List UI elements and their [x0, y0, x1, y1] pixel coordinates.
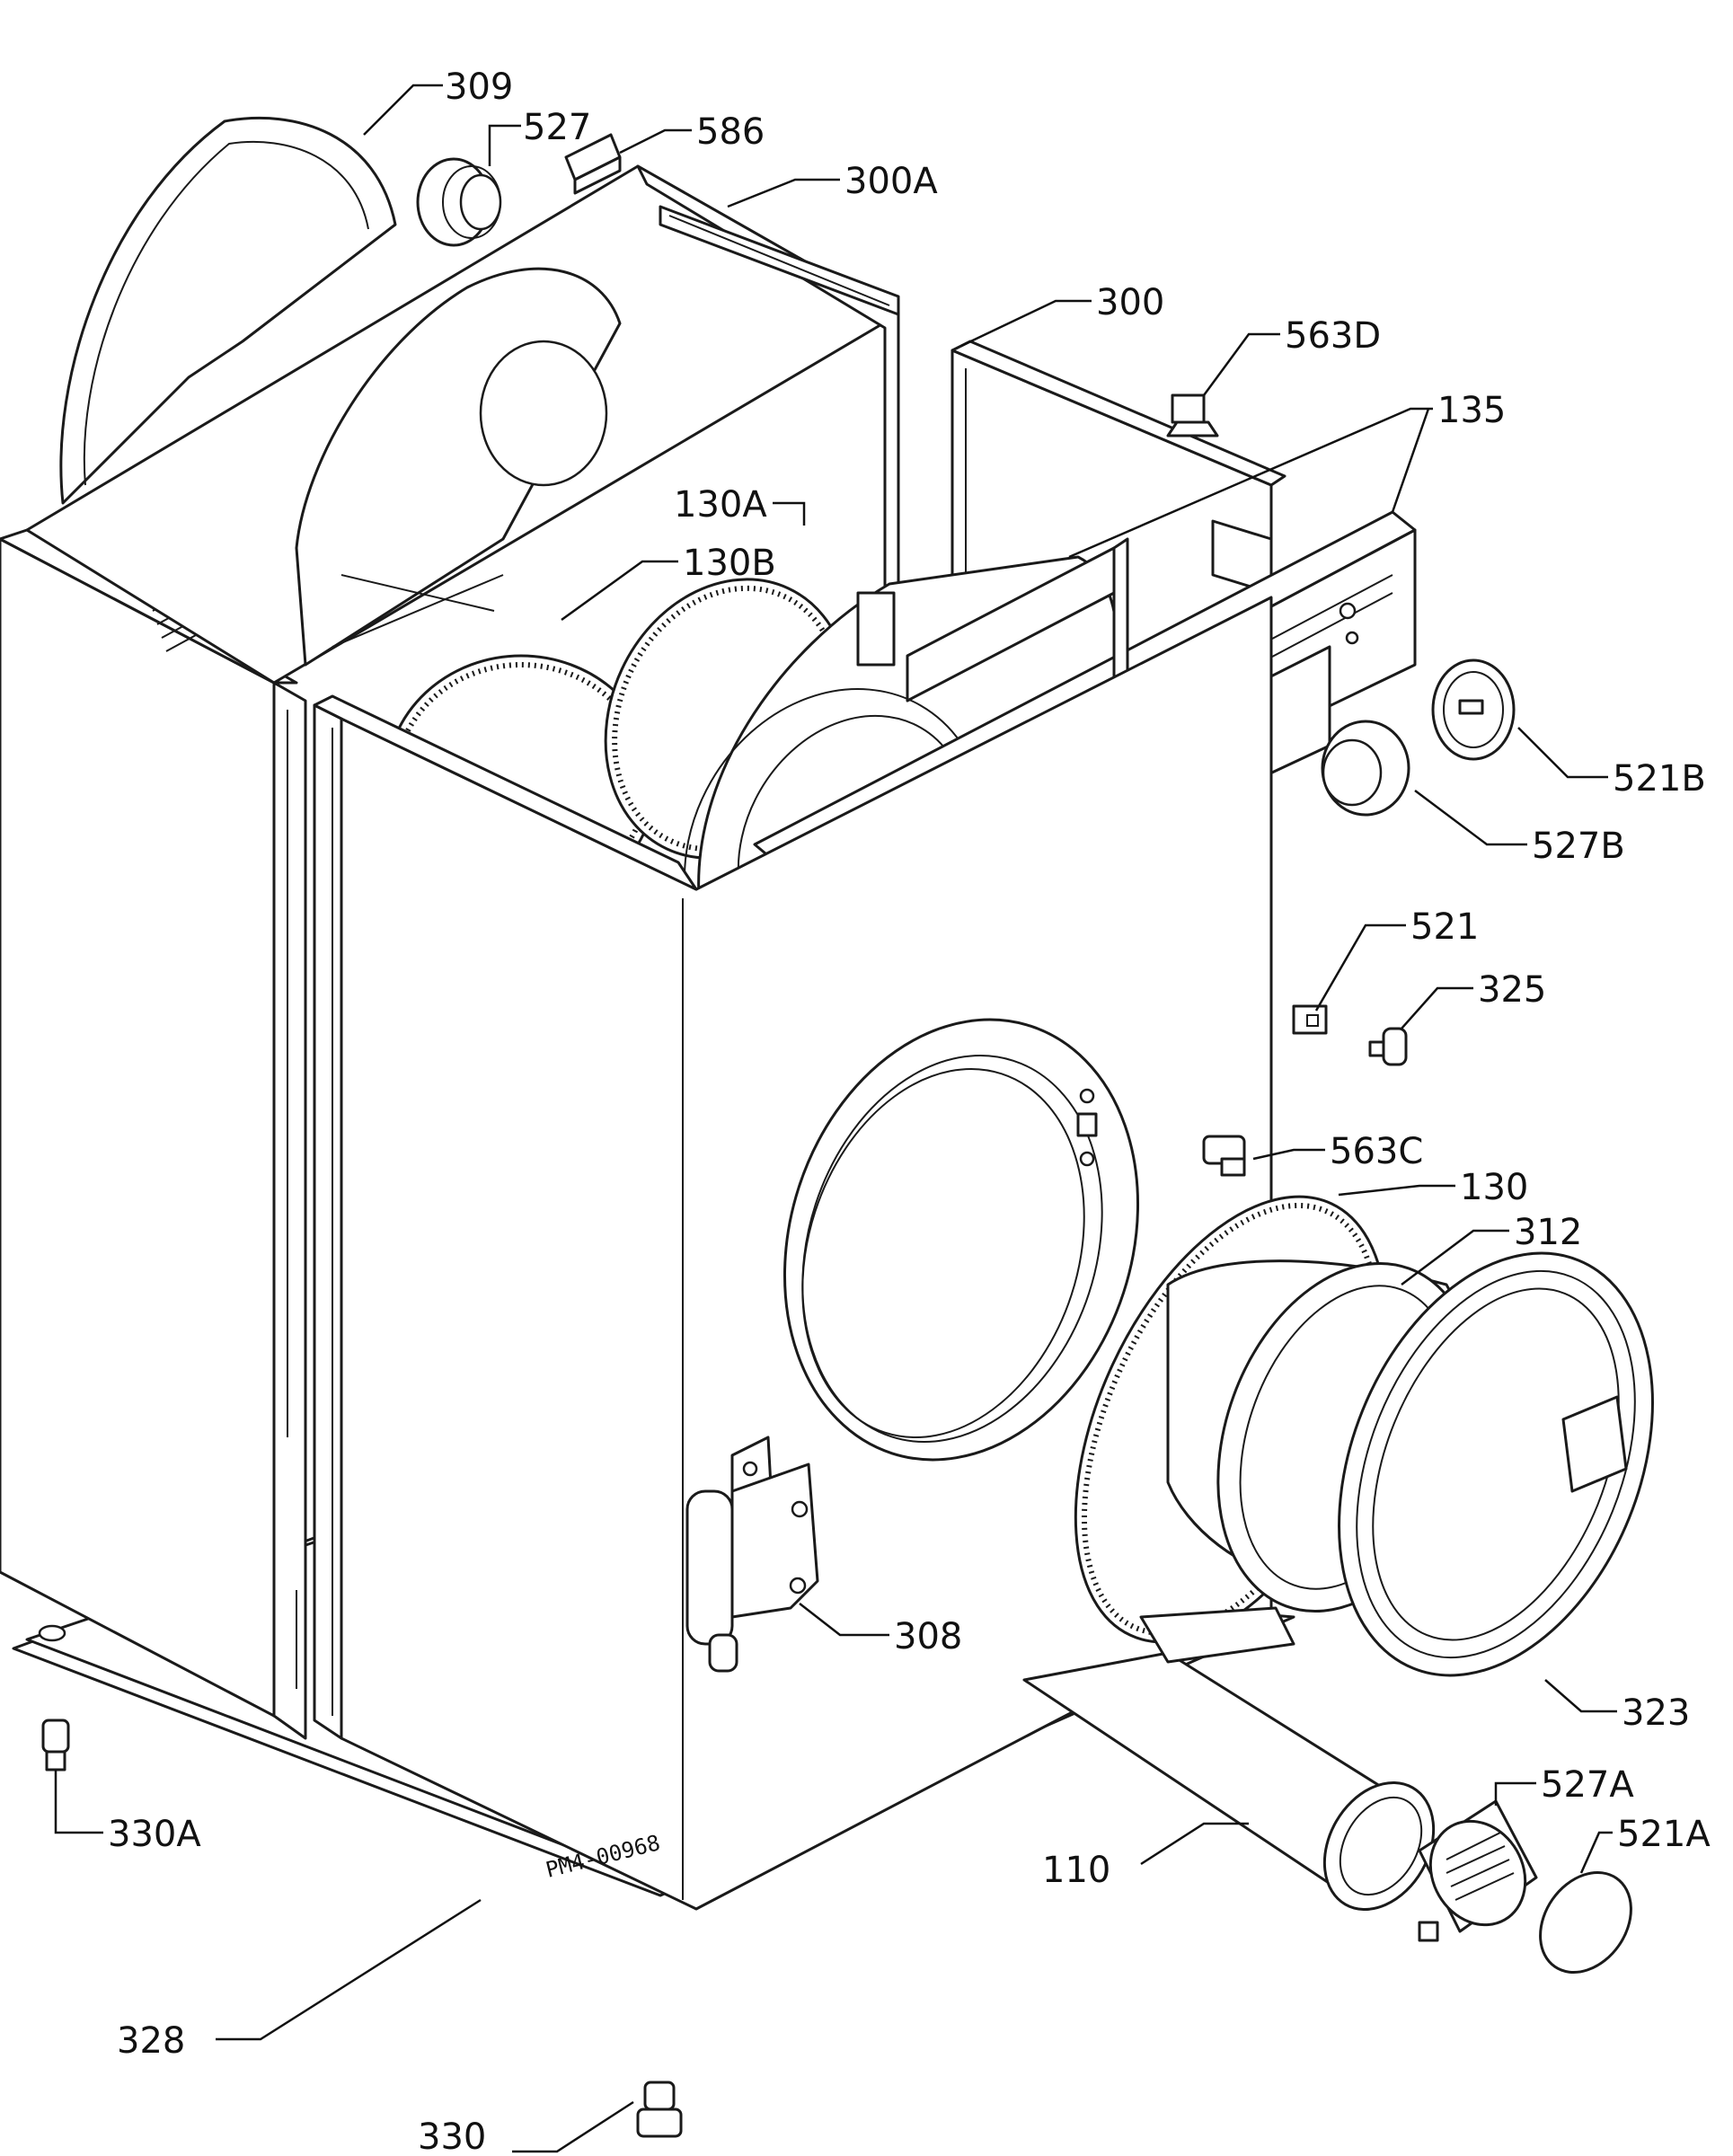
label-130: 130: [1460, 1167, 1528, 1208]
exhaust-duct: [1022, 1606, 1436, 1912]
knob-521b: [1431, 658, 1516, 761]
door-ring: [1338, 1251, 1654, 1677]
label-312: 312: [1514, 1212, 1582, 1253]
leader-lines: [54, 84, 1617, 2153]
label-563D: 563D: [1285, 315, 1381, 357]
label-521B: 521B: [1613, 758, 1706, 800]
label-330A: 330A: [108, 1814, 201, 1855]
top-rail-rear: [659, 205, 900, 316]
label-563C: 563C: [1330, 1131, 1423, 1172]
label-300A: 300A: [844, 161, 938, 202]
label-527A: 527A: [1541, 1764, 1634, 1806]
label-135: 135: [1437, 390, 1506, 431]
label-586: 586: [696, 111, 765, 153]
foot-330a: [41, 1719, 70, 1772]
foot-330: [636, 2081, 683, 2138]
ring-527: [416, 157, 502, 247]
label-130A: 130A: [674, 484, 767, 526]
foot-563d: [1166, 393, 1219, 437]
clip-586: [564, 133, 622, 195]
label-309: 309: [445, 66, 513, 108]
label-330: 330: [418, 2116, 486, 2156]
label-110: 110: [1042, 1850, 1110, 1891]
drum-belt: [59, 116, 397, 505]
label-328: 328: [117, 2020, 185, 2062]
label-521: 521: [1410, 906, 1479, 948]
label-130B: 130B: [683, 543, 776, 584]
label-323: 323: [1622, 1692, 1690, 1734]
label-308: 308: [894, 1616, 962, 1657]
label-527: 527: [523, 107, 591, 148]
left-side-panel: [0, 528, 307, 1740]
door-hinge: [685, 1436, 819, 1673]
label-325: 325: [1478, 969, 1546, 1011]
label-300: 300: [1096, 282, 1164, 323]
button-521: [1292, 1004, 1328, 1035]
label-527B: 527B: [1532, 826, 1625, 867]
switch-325: [1368, 1027, 1408, 1066]
cap-521a: [1539, 1870, 1632, 1975]
vent-grille: [1418, 1799, 1538, 1942]
ring-527b: [1321, 720, 1410, 817]
door-opening: [783, 1018, 1140, 1462]
clip-563c: [1202, 1135, 1246, 1177]
part-labels: 309 527 586 300A 300 563D 135 130A 130B …: [108, 66, 1711, 2156]
label-521A: 521A: [1617, 1814, 1711, 1855]
